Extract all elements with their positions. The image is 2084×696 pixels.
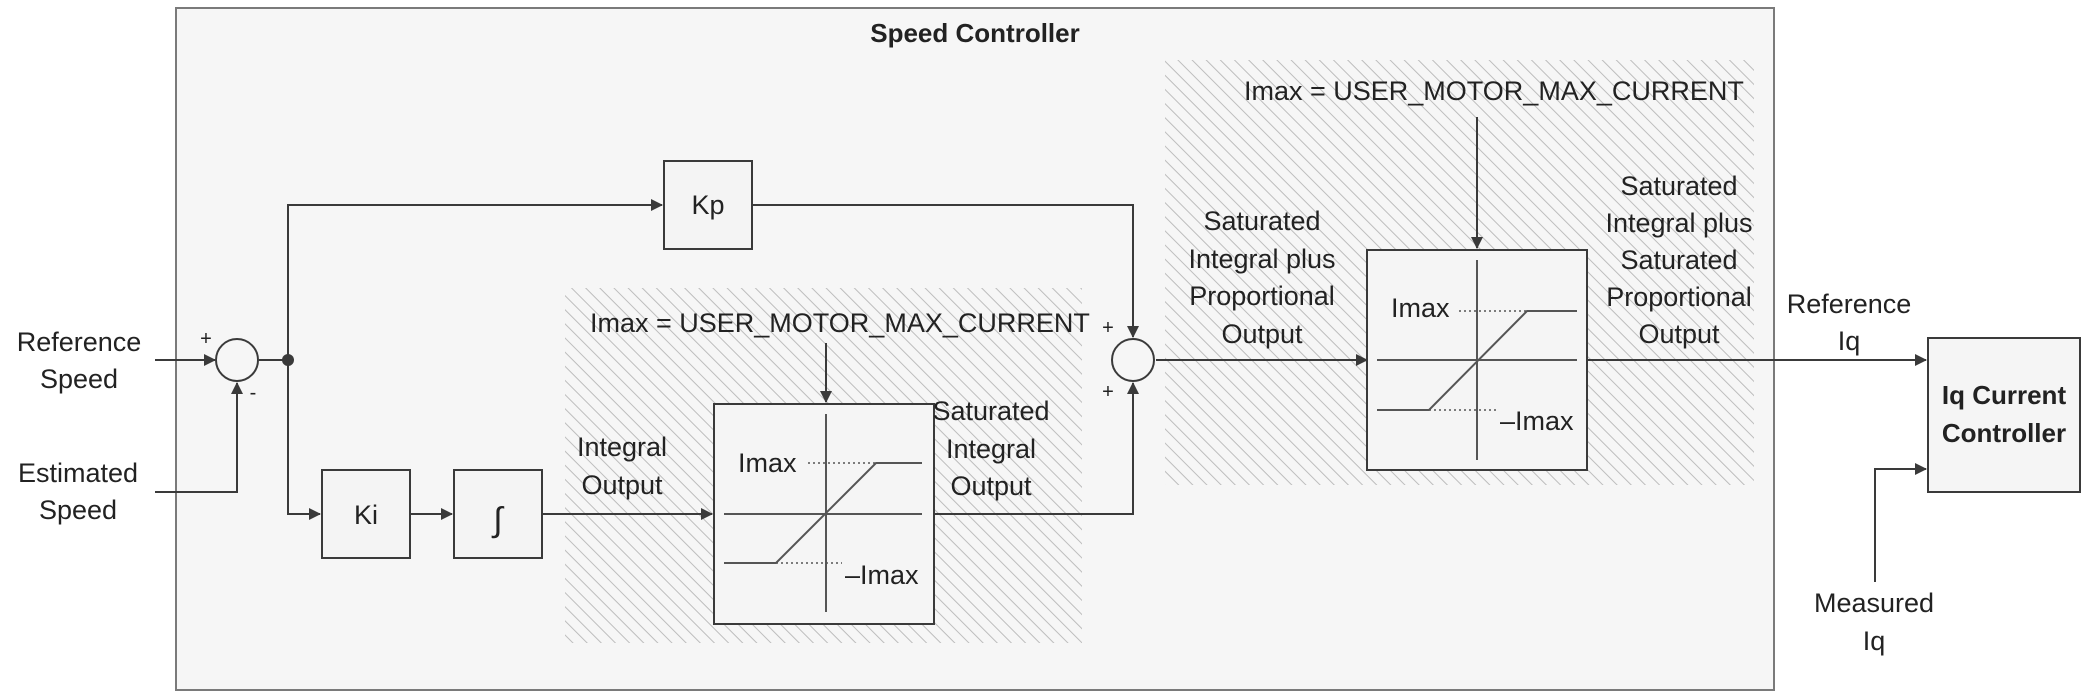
svg-text:Proportional: Proportional — [1606, 282, 1752, 312]
svg-text:Output: Output — [950, 471, 1032, 501]
svg-text:Integral: Integral — [946, 434, 1036, 464]
output-saturation-block[interactable] — [1366, 249, 1588, 471]
ki-block[interactable]: Ki — [321, 469, 411, 559]
svg-text:Measured: Measured — [1814, 588, 1934, 618]
saturated-integral-plus-saturated-proportional-label: Saturated Integral plus Saturated Propor… — [1605, 171, 1752, 349]
imax-equation-integral: Imax = USER_MOTOR_MAX_CURRENT — [590, 308, 1090, 338]
integral-saturation-block[interactable] — [713, 403, 935, 625]
svg-text:Output: Output — [1221, 319, 1303, 349]
svg-text:Kp: Kp — [691, 190, 724, 220]
svg-text:Saturated: Saturated — [1620, 171, 1737, 201]
svg-text:Speed: Speed — [40, 364, 118, 394]
svg-text:Iq: Iq — [1863, 626, 1886, 656]
svg-text:Ki: Ki — [354, 500, 378, 530]
svg-text:Output: Output — [1638, 319, 1720, 349]
integrator-block[interactable]: ∫ — [453, 469, 543, 559]
neg-imax-label: –Imax — [845, 560, 919, 590]
kp-block[interactable]: Kp — [663, 160, 753, 250]
plus-sign: + — [200, 328, 212, 350]
saturated-integral-output-label: Saturated Integral Output — [932, 396, 1049, 501]
branch-junction — [282, 354, 294, 366]
svg-text:Output: Output — [581, 470, 663, 500]
plus-sign: + — [1102, 317, 1114, 339]
summing-junction-error[interactable] — [215, 338, 259, 382]
svg-text:Reference: Reference — [17, 327, 142, 357]
signal-wires — [155, 117, 1927, 582]
neg-imax-label: –Imax — [1500, 406, 1574, 436]
imax-label: Imax — [738, 448, 797, 478]
svg-text:Speed: Speed — [39, 495, 117, 525]
reference-speed-label: Reference Speed — [17, 327, 142, 394]
minus-sign: - — [250, 382, 257, 404]
imax-equation-output: Imax = USER_MOTOR_MAX_CURRENT — [1244, 76, 1744, 106]
svg-text:Saturated: Saturated — [1203, 206, 1320, 236]
svg-text:Reference: Reference — [1787, 289, 1912, 319]
svg-text:Proportional: Proportional — [1189, 281, 1335, 311]
svg-text:Saturated: Saturated — [932, 396, 1049, 426]
svg-text:Estimated: Estimated — [18, 458, 138, 488]
imax-label: Imax — [1391, 293, 1450, 323]
svg-text:Integral plus: Integral plus — [1188, 244, 1335, 274]
measured-iq-label: Measured Iq — [1814, 588, 1934, 656]
svg-text:Integral plus: Integral plus — [1605, 208, 1752, 238]
svg-text:Iq Current: Iq Current — [1942, 380, 2067, 410]
speed-controller-title: Speed Controller — [870, 18, 1079, 48]
reference-iq-label: Reference Iq — [1787, 289, 1912, 356]
summing-junction-output[interactable] — [1111, 338, 1155, 382]
estimated-speed-label: Estimated Speed — [18, 458, 138, 525]
iq-current-controller-block[interactable]: Iq Current Controller — [1927, 337, 2081, 493]
svg-text:∫: ∫ — [491, 501, 504, 539]
svg-text:Controller: Controller — [1942, 418, 2066, 448]
integral-output-label: Integral Output — [577, 432, 667, 500]
svg-text:Iq: Iq — [1838, 326, 1861, 356]
svg-text:Saturated: Saturated — [1620, 245, 1737, 275]
saturated-integral-plus-proportional-label: Saturated Integral plus Proportional Out… — [1188, 206, 1335, 349]
plus-sign: + — [1102, 381, 1114, 403]
svg-text:Integral: Integral — [577, 432, 667, 462]
